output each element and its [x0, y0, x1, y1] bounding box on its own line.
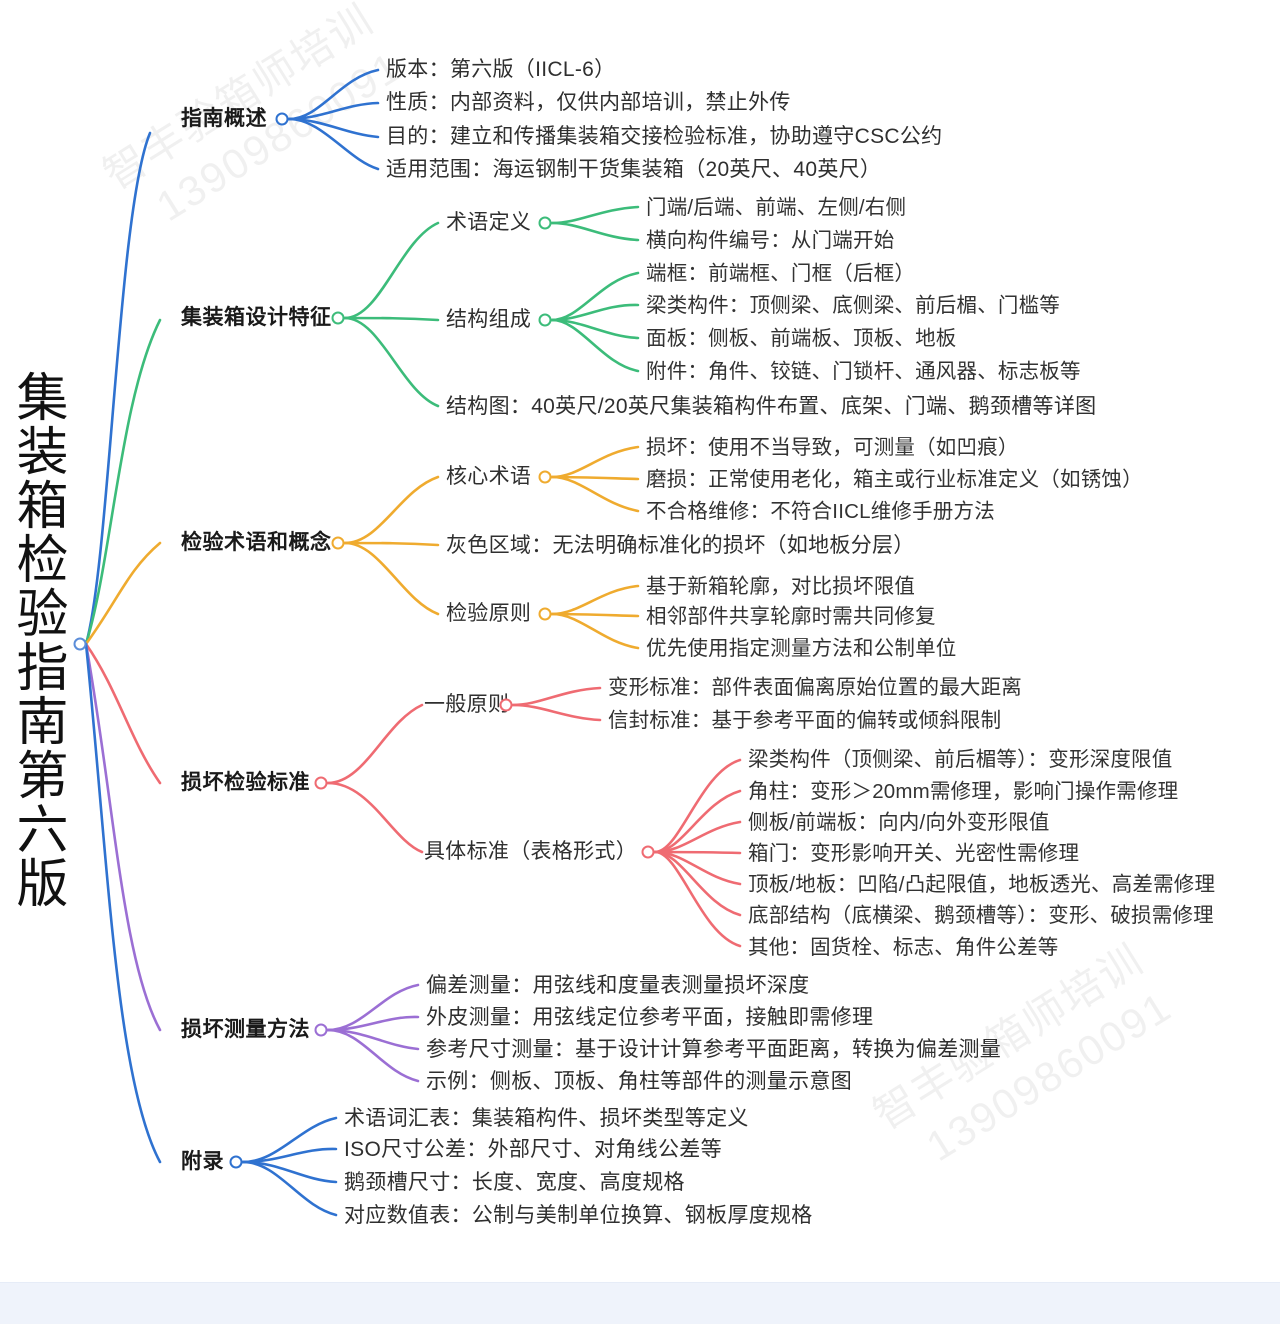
leaf-appendix-gooseneck[interactable]: 鹅颈槽尺寸：长度、宽度、高度规格	[344, 1170, 685, 1194]
branch-label-appendix[interactable]: 附录	[181, 1149, 224, 1173]
leaf-measure-skin[interactable]: 外皮测量：用弦线定位参考平面，接触即需修理	[426, 1005, 874, 1029]
watermark-line2: 13909860091	[148, 42, 410, 231]
leaf-spec-other[interactable]: 其他：固货栓、标志、角件公差等	[748, 936, 1059, 960]
leaf-guide-version[interactable]: 版本：第六版（IICL-6）	[386, 57, 616, 81]
leaf-core-damage[interactable]: 损坏：使用不当导致，可测量（如凹痕）	[646, 436, 1019, 460]
sub-hub-core-terms[interactable]	[538, 470, 552, 484]
sub-hub-structure[interactable]	[538, 313, 552, 327]
sub-label-core-terms[interactable]: 核心术语	[446, 464, 532, 488]
leaf-spec-door[interactable]: 箱门：变形影响开关、光密性需修理	[748, 842, 1080, 866]
leaf-spec-beams[interactable]: 梁类构件（顶侧梁、前后楣等）：变形深度限值	[748, 748, 1173, 772]
leaf-core-wear[interactable]: 磨损：正常使用老化，箱主或行业标准定义（如锈蚀）	[646, 468, 1143, 492]
branch-hub-container-design[interactable]	[331, 311, 345, 325]
leaf-measure-deviation[interactable]: 偏差测量：用弦线和度量表测量损坏深度	[426, 973, 810, 997]
sub-label-structure-diagram[interactable]: 结构图：40英尺/20英尺集装箱构件布置、底架、门端、鹅颈槽等详图	[446, 394, 1097, 418]
root-node-label[interactable]: 集装箱检验指南第六版	[8, 370, 65, 910]
branch-hub-measure-methods[interactable]	[314, 1023, 328, 1037]
leaf-guide-purpose[interactable]: 目的：建立和传播集装箱交接检验标准，协助遵守CSC公约	[386, 124, 943, 148]
sub-hub-inspection-principles[interactable]	[538, 607, 552, 621]
branch-hub-inspection-terms[interactable]	[331, 536, 345, 550]
branch-label-guide-overview[interactable]: 指南概述	[181, 106, 267, 130]
sub-hub-terminology[interactable]	[538, 216, 552, 230]
sub-label-inspection-principles[interactable]: 检验原则	[446, 601, 532, 625]
leaf-appendix-iso-tolerance[interactable]: ISO尺寸公差：外部尺寸、对角线公差等	[344, 1137, 722, 1161]
branch-hub-guide-overview[interactable]	[275, 112, 289, 126]
leaf-spec-roof-floor[interactable]: 顶板/地板：凹陷/凸起限值，地板透光、高差需修理	[748, 873, 1216, 897]
sub-hub-specific-standards[interactable]	[641, 845, 655, 859]
leaf-measure-reference[interactable]: 参考尺寸测量：基于设计计算参考平面距离，转换为偏差测量	[426, 1037, 1002, 1061]
leaf-guide-scope[interactable]: 适用范围：海运钢制干货集装箱（20英尺、40英尺）	[386, 157, 882, 181]
leaf-measure-example[interactable]: 示例：侧板、顶板、角柱等部件的测量示意图	[426, 1069, 852, 1093]
leaf-structure-panels[interactable]: 面板：侧板、前端板、顶板、地板	[646, 327, 957, 351]
leaf-spec-side-panel[interactable]: 侧板/前端板：向内/向外变形限值	[748, 811, 1050, 835]
branch-hub-damage-standards[interactable]	[314, 776, 328, 790]
branch-label-damage-standards[interactable]: 损坏检验标准	[181, 770, 310, 794]
leaf-principle-metric[interactable]: 优先使用指定测量方法和公制单位	[646, 637, 957, 661]
leaf-principle-profile[interactable]: 基于新箱轮廓，对比损坏限值	[646, 575, 916, 599]
leaf-structure-fittings[interactable]: 附件：角件、铰链、门锁杆、通风器、标志板等	[646, 360, 1081, 384]
leaf-terminology-sides[interactable]: 门端/后端、前端、左侧/右侧	[646, 196, 907, 220]
leaf-structure-endframe[interactable]: 端框：前端框、门框（后框）	[646, 262, 916, 286]
leaf-principle-shared[interactable]: 相邻部件共享轮廓时需共同修复	[646, 605, 936, 629]
root-hub-node[interactable]	[73, 637, 87, 651]
bottom-strip	[0, 1282, 1280, 1324]
sub-label-general-principles[interactable]: 一般原则	[424, 692, 510, 716]
leaf-spec-understructure[interactable]: 底部结构（底横梁、鹅颈槽等）：变形、破损需修理	[748, 904, 1214, 928]
sub-label-grey-area[interactable]: 灰色区域：无法明确标准化的损坏（如地板分层）	[446, 533, 915, 557]
leaf-general-envelope[interactable]: 信封标准：基于参考平面的偏转或倾斜限制	[608, 709, 1002, 733]
leaf-appendix-glossary[interactable]: 术语词汇表：集装箱构件、损坏类型等定义	[344, 1106, 749, 1130]
watermark-line1: 智丰验箱师培训	[95, 0, 382, 199]
leaf-appendix-conversion[interactable]: 对应数值表：公制与美制单位换算、钢板厚度规格	[344, 1203, 813, 1227]
leaf-terminology-numbering[interactable]: 横向构件编号：从门端开始	[646, 229, 895, 253]
sub-label-terminology[interactable]: 术语定义	[446, 210, 532, 234]
leaf-core-improper-repair[interactable]: 不合格维修：不符合IICL维修手册方法	[646, 500, 995, 524]
branch-hub-appendix[interactable]	[229, 1155, 243, 1169]
leaf-spec-corner-post[interactable]: 角柱：变形＞20mm需修理，影响门操作需修理	[748, 780, 1179, 804]
watermark-line2: 13909860091	[918, 982, 1180, 1171]
sub-label-specific-standards[interactable]: 具体标准（表格形式）	[424, 839, 637, 863]
leaf-general-deformation[interactable]: 变形标准：部件表面偏离原始位置的最大距离	[608, 676, 1022, 700]
branch-label-inspection-terms[interactable]: 检验术语和概念	[181, 530, 332, 554]
sub-hub-general-principles[interactable]	[499, 698, 513, 712]
sub-label-structure[interactable]: 结构组成	[446, 307, 532, 331]
branch-label-measure-methods[interactable]: 损坏测量方法	[181, 1017, 310, 1041]
leaf-guide-nature[interactable]: 性质：内部资料，仅供内部培训，禁止外传	[386, 90, 791, 114]
branch-label-container-design[interactable]: 集装箱设计特征	[181, 305, 332, 329]
leaf-structure-beams[interactable]: 梁类构件：顶侧梁、底侧梁、前后楣、门槛等	[646, 294, 1060, 318]
